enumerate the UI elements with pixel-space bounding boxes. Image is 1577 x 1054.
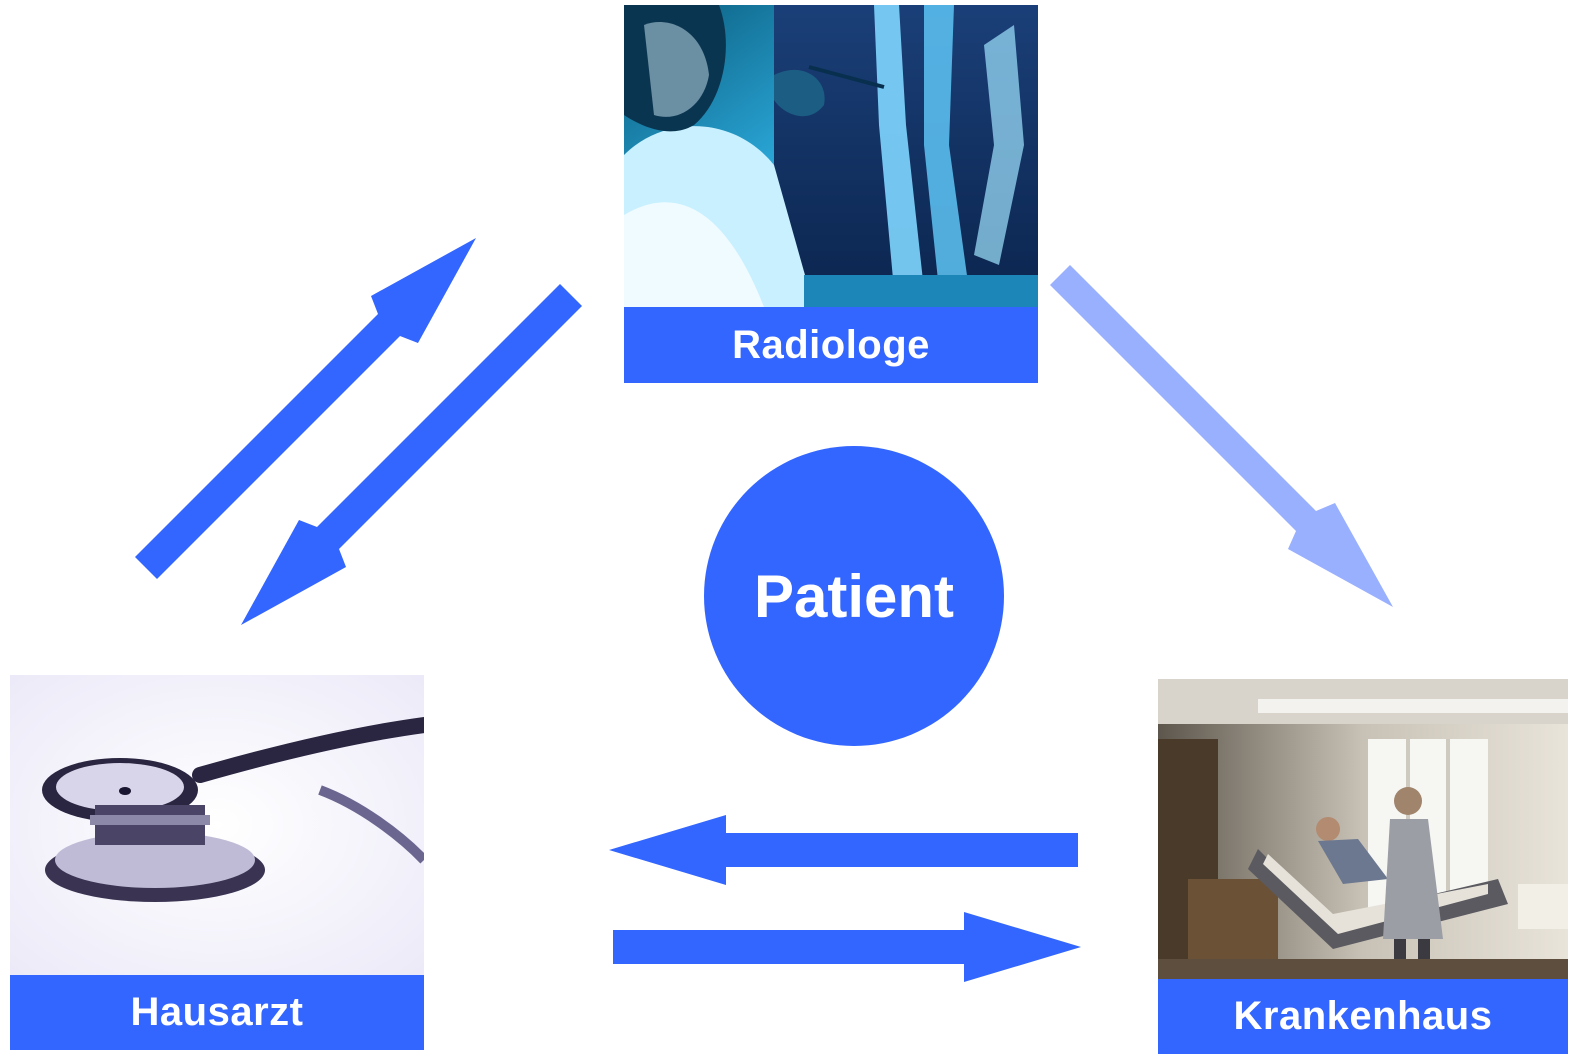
arrow-hausarzt-to-radiologe (135, 238, 476, 579)
hospital-room-icon (1158, 679, 1568, 979)
arrow-krankenhaus-to-hausarzt (609, 815, 1078, 885)
radiologist-xray-icon (624, 5, 1038, 307)
radiologist-photo (624, 5, 1038, 307)
radiologe-label: Radiologe (624, 307, 1038, 383)
stethoscope-icon (10, 675, 424, 975)
hausarzt-label: Hausarzt (10, 975, 424, 1050)
hospital-room-photo (1158, 679, 1568, 979)
arrow-radiologe-to-hausarzt (241, 284, 582, 625)
arrow-hausarzt-to-krankenhaus (613, 912, 1081, 982)
patient-label: Patient (753, 562, 955, 630)
krankenhaus-label: Krankenhaus (1158, 979, 1568, 1054)
arrow-radiologe-to-krankenhaus (1050, 265, 1393, 607)
stethoscope-photo (10, 675, 424, 975)
patient-circle: Patient (704, 446, 1004, 746)
